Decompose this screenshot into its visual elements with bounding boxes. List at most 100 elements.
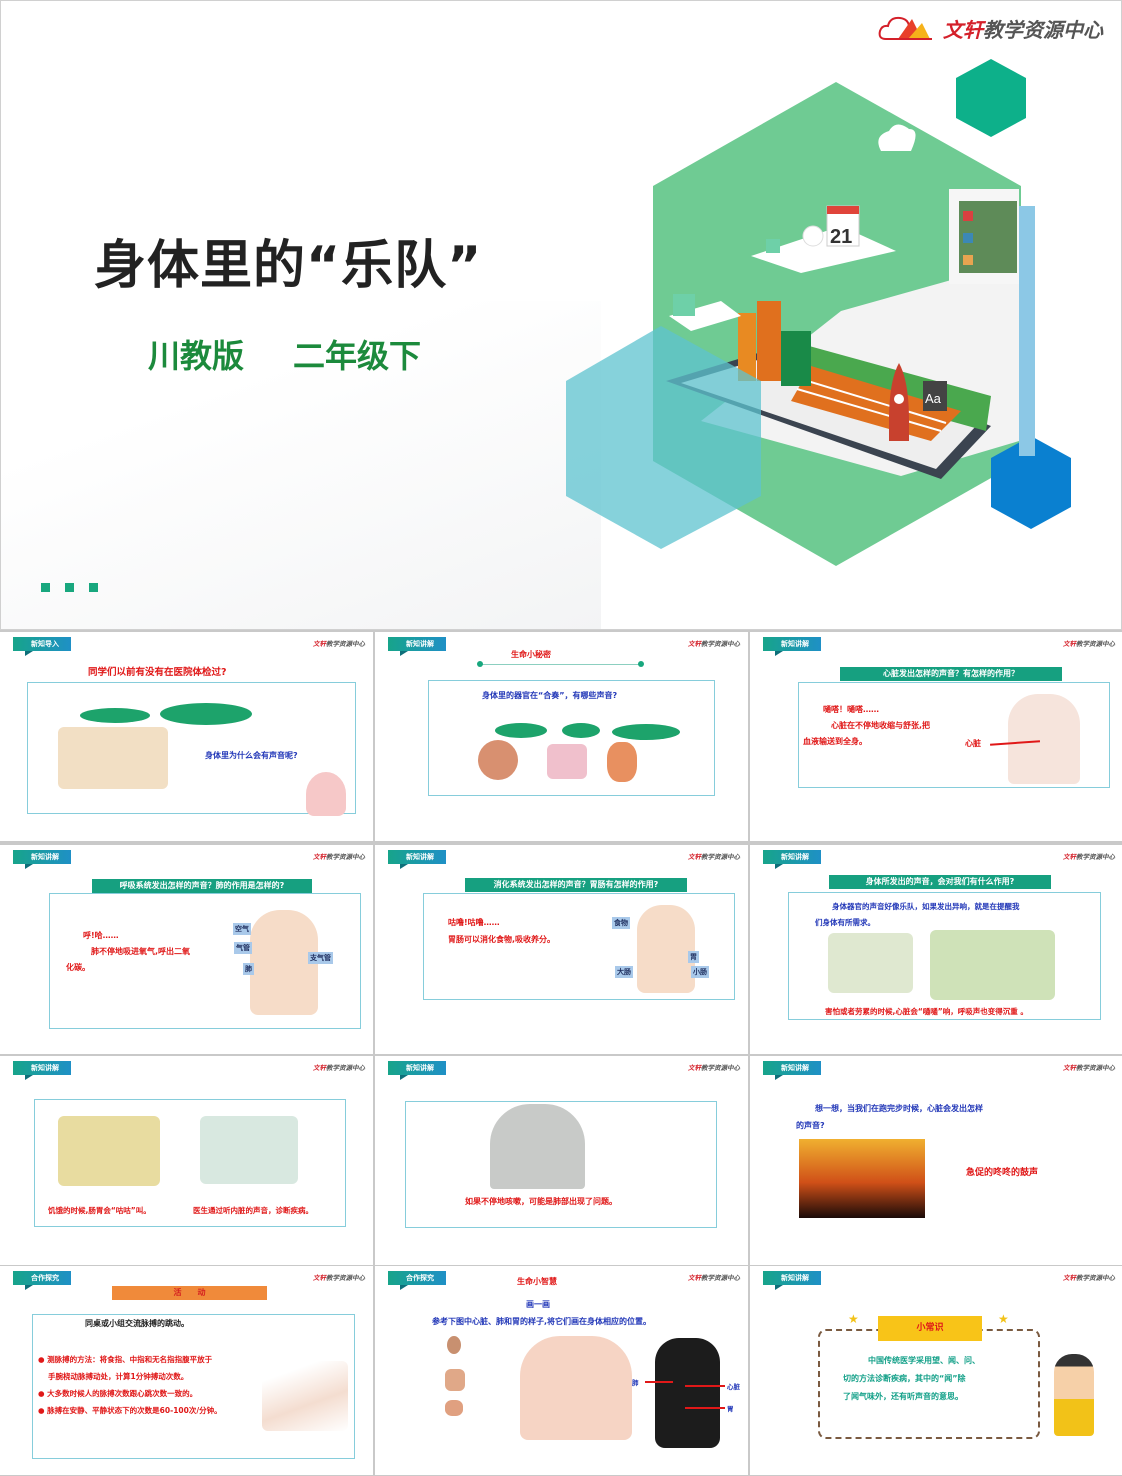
- slide-thumbnail-12[interactable]: 新知讲解 文轩教学资源中心 ★ ★ 小常识 中国传统医学采用望、闻、问、 切的方…: [750, 1266, 1122, 1475]
- section-tag: 新知导入: [13, 637, 71, 656]
- brand-logo: 文轩教学资源中心: [1063, 1062, 1115, 1072]
- decor-dot: [65, 583, 74, 592]
- pointer-line: [685, 1385, 725, 1387]
- brand-name-red: 文轩: [1063, 1274, 1076, 1282]
- star-icon: ★: [998, 1312, 1009, 1326]
- section-tag: 新知讲解: [388, 850, 446, 869]
- tip-box: [818, 1329, 1040, 1439]
- section-tag: 新知讲解: [388, 1061, 446, 1080]
- brand-logo: 文轩教学资源中心: [313, 1062, 365, 1072]
- text-line: 心脏在不停地收缩与舒张,把: [831, 721, 931, 730]
- text-line: 化碳。: [66, 963, 90, 972]
- content-box: [798, 682, 1110, 788]
- slide-banner: 心脏发出怎样的声音？有怎样的作用？: [840, 667, 1062, 681]
- slide-thumbnail-8[interactable]: 新知讲解 文轩教学资源中心 如果不停地咳嗽，可能是肺部出现了问题。: [375, 1056, 748, 1265]
- divider-dot: [477, 661, 483, 667]
- text-line: 想一想，当我们在跑完步时候，心脏会发出怎样: [815, 1104, 983, 1113]
- text-line: 切的方法诊断疾病，其中的“闻”除: [843, 1374, 966, 1383]
- brand-name-red: 文轩: [313, 1064, 326, 1072]
- content-box: [27, 682, 356, 814]
- slide-question: 身体里的器官在“合奏”，有哪些声音?: [482, 691, 618, 700]
- bullet-text: 脉搏在安静、平静状态下的次数是60-100次/分钟。: [47, 1406, 222, 1415]
- slide-caption: 害怕或者劳累的时候,心脏会“嗵嗵”响，呼吸声也变得沉重 。: [825, 1007, 1028, 1016]
- scared-child-illustration: [828, 933, 913, 993]
- organ-label: 气管: [234, 942, 252, 954]
- activity-intro: 同桌或小组交流脉搏的跳动。: [85, 1319, 189, 1328]
- board-tile: [963, 211, 973, 221]
- slide-thumbnail-2[interactable]: 新知讲解 文轩教学资源中心 生命小秘密 身体里的器官在“合奏”，有哪些声音?: [375, 632, 748, 841]
- slide-caption: 如果不停地咳嗽，可能是肺部出现了问题。: [465, 1197, 617, 1206]
- book: [757, 301, 781, 381]
- decor-dot: [41, 583, 50, 592]
- respiratory-illustration: [250, 910, 318, 1015]
- cover-illustration: 21 Aa: [566, 59, 1071, 566]
- brand-logo: 文轩教学资源中心: [313, 851, 365, 861]
- content-box: [32, 1314, 355, 1459]
- text-line: 肺不停地吸进氧气,呼出二氧: [91, 947, 191, 956]
- content-box: [34, 1099, 346, 1227]
- organ-label: 肺: [632, 1379, 639, 1387]
- letter-tile-text: Aa: [925, 391, 942, 406]
- calendar-top: [827, 206, 859, 214]
- brand-name: 教学资源中心: [1076, 853, 1115, 861]
- speech-bubble: [495, 723, 547, 738]
- cube: [673, 294, 695, 316]
- text-line: 嗵嗒！嗵嗒……: [823, 705, 879, 714]
- stomach-character: [607, 742, 637, 782]
- brand-name: 教学资源中心: [1076, 640, 1115, 648]
- cube-small: [766, 239, 780, 253]
- board-tile: [963, 255, 973, 265]
- circulatory-illustration: [1008, 694, 1080, 784]
- track-lines: [796, 378, 947, 432]
- section-tag: 合作探究: [388, 1271, 446, 1290]
- organ-label: 胃: [688, 951, 699, 963]
- brand-logo: 文轩教学资源中心: [313, 638, 365, 648]
- brand-logo: 文轩教学资源中心: [688, 851, 740, 861]
- brand-name-red: 文轩: [313, 853, 326, 861]
- slide-thumbnail-4[interactable]: 新知讲解 文轩教学资源中心 呼吸系统发出怎样的声音？肺的作用是怎样的? 呼!哈……: [0, 845, 373, 1054]
- brand-name-red: 文轩: [1063, 1064, 1076, 1072]
- lungs-icon: [445, 1369, 465, 1391]
- section-tag: 合作探究: [13, 1271, 71, 1290]
- slide-caption: 饥饿的时候,肠胃会“咕咕”叫。: [48, 1206, 151, 1215]
- book: [738, 313, 756, 381]
- slide-heading: 生命小智慧: [517, 1277, 557, 1286]
- heart-character: [478, 740, 518, 780]
- brand-name-red: 文轩: [313, 1274, 326, 1282]
- section-tag: 新知讲解: [13, 1061, 71, 1080]
- text-line: 了闻气味外，还有听声音的意思。: [843, 1392, 963, 1401]
- section-tag: 新知讲解: [763, 1061, 821, 1080]
- section-tag: 新知讲解: [763, 850, 821, 869]
- coughing-man-photo: [490, 1104, 585, 1189]
- body-outline: [520, 1336, 632, 1440]
- divider-line: [480, 664, 640, 665]
- slide-thumbnail-9[interactable]: 新知讲解 文轩教学资源中心 想一想，当我们在跑完步时候，心脏会发出怎样 的声音?…: [750, 1056, 1122, 1265]
- slide-thumbnail-1[interactable]: 新知导入 文轩教学资源中心 同学们以前有没有在医院体检过? 身体里为什么会有声音…: [0, 632, 373, 841]
- slide-thumbnail-7[interactable]: 新知讲解 文轩教学资源中心 饥饿的时候,肠胃会“咕咕”叫。 医生通过听内脏的声音…: [0, 1056, 373, 1265]
- slide-thumbnail-3[interactable]: 新知讲解 文轩教学资源中心 心脏发出怎样的声音？有怎样的作用？ 嗵嗒！嗵嗒…… …: [750, 632, 1122, 841]
- slide-thumbnail-11[interactable]: 合作探究 文轩教学资源中心 生命小智慧 画一画 参考下图中心脏、肺和胃的样子,将…: [375, 1266, 748, 1475]
- track: [791, 366, 961, 441]
- pointer-line: [685, 1407, 725, 1409]
- decor-dot: [89, 583, 98, 592]
- organ-label: 心脏: [727, 1383, 740, 1391]
- hexagon-blue: [991, 436, 1071, 529]
- text-line: 的声音?: [796, 1121, 825, 1130]
- instruction-text: 参考下图中心脏、肺和胃的样子,将它们画在身体相应的位置。: [432, 1317, 652, 1326]
- pointer-line: [645, 1381, 673, 1383]
- slide-thumbnail-6[interactable]: 新知讲解 文轩教学资源中心 身体所发出的声音，会对我们有什么作用? 身体器官的声…: [750, 845, 1122, 1054]
- grade: 二年级下: [293, 337, 422, 375]
- brand-logo: 文轩教学资源中心: [1063, 1272, 1115, 1282]
- brand-name-red: 文轩: [688, 640, 701, 648]
- tip-banner: 小常识: [878, 1316, 982, 1341]
- slide-thumbnail-10[interactable]: 合作探究 文轩教学资源中心 活 动 同桌或小组交流脉搏的跳动。 ● 测脉搏的方法…: [0, 1266, 373, 1475]
- shelf-left: [669, 301, 741, 331]
- brand-logo: 文轩教学资源中心: [1063, 638, 1115, 648]
- content-box: [428, 680, 715, 796]
- slide-thumbnail-5[interactable]: 新知讲解 文轩教学资源中心 消化系统发出怎样的声音？胃肠有怎样的作用? 咕噜!咕…: [375, 845, 748, 1054]
- star-icon: ★: [848, 1312, 859, 1326]
- cover-title: 身体里的“乐队”: [94, 236, 483, 296]
- organ-label: 心脏: [965, 739, 981, 748]
- brand-logo: 文轩教学资源中心: [688, 1062, 740, 1072]
- cover-slide[interactable]: 文轩教学资源中心 身体里的“乐队” 川教版 二年级下 21: [0, 0, 1122, 630]
